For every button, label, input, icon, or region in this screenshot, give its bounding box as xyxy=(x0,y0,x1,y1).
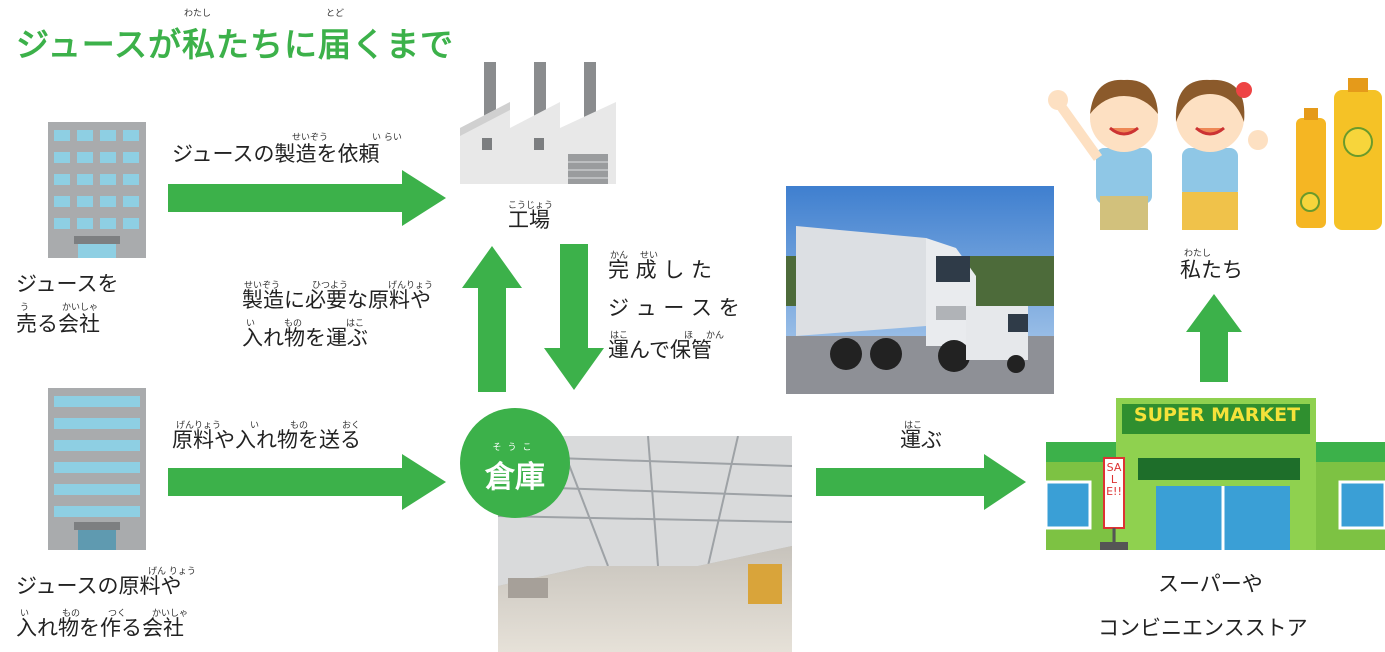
juice-company-label-line1: ジュースを xyxy=(16,272,119,296)
warehouse-node: そうこ 倉庫 xyxy=(460,408,570,518)
us-label: 私たち xyxy=(1180,258,1243,282)
request-ruby-seizou: せいぞう xyxy=(292,133,329,143)
request-label: ジュースの製造を依頼 xyxy=(172,142,380,166)
material-company-ruby-i: い xyxy=(20,609,30,619)
carry-ruby-mono: もの xyxy=(284,319,303,329)
send-ruby-genryou: げんりょう xyxy=(176,421,222,431)
finished-ruby-kan: かん xyxy=(610,251,629,261)
carry-to-store-arrow xyxy=(816,454,1026,510)
carry-ruby-i: い xyxy=(246,319,256,329)
store-label-line2: コンビニエンスストア xyxy=(1098,616,1308,640)
send-materials-arrow xyxy=(168,454,446,510)
us-ruby: わたし xyxy=(1184,249,1212,259)
material-company-label-line2: 入れ物を作る会社 xyxy=(16,616,184,640)
material-company-ruby-tsuku: つく xyxy=(108,609,127,619)
store-label-line1: スーパーや xyxy=(1158,572,1263,596)
supermarket-icon xyxy=(1046,398,1385,550)
send-ruby-mono: もの xyxy=(290,421,309,431)
kids-with-juice-illustration xyxy=(1048,78,1382,230)
carry-ruby-hako: はこ xyxy=(346,319,365,329)
warehouse-ruby: そうこ xyxy=(492,443,538,453)
juice-company-building-icon xyxy=(48,122,146,258)
sale-banner: SALE!! xyxy=(1106,461,1122,498)
juice-company-label-line2: 売る会社 xyxy=(16,312,100,336)
supermarket-sign: SUPER MARKET xyxy=(1133,404,1301,426)
store-finished-line2: ジ ュ ー ス を xyxy=(608,296,740,320)
send-ruby-oku: おく xyxy=(342,421,361,431)
juice-company-ruby-u: う xyxy=(20,303,30,313)
finished-ruby-kan2: かん xyxy=(706,331,725,341)
store-finished-arrow xyxy=(544,244,604,390)
carry-to-store-label: 運ぶ xyxy=(900,428,942,452)
carry-ruby-seizou: せいぞう xyxy=(244,281,281,291)
truck-photo xyxy=(786,186,1054,394)
send-materials-label: 原料や入れ物を送る xyxy=(172,428,361,452)
material-company-label-line1: ジュースの原料や xyxy=(16,574,182,598)
title-ruby-todo: とど xyxy=(326,9,345,19)
juice-company-ruby-kaisha: かいしゃ xyxy=(62,303,99,313)
carry-to-factory-line1: 製造に必要な原料や xyxy=(242,288,431,312)
page-title: ジュースが私たちに届くまで xyxy=(16,25,455,64)
factory-label: 工場 xyxy=(508,208,550,232)
store-to-us-arrow xyxy=(1186,294,1242,382)
carry-ruby-hitsuyou: ひつよう xyxy=(312,281,349,291)
store-finished-line1: 完 成 し た xyxy=(608,258,713,282)
request-arrow xyxy=(168,170,446,226)
material-company-building-icon xyxy=(48,388,146,550)
send-ruby-i: い xyxy=(250,421,260,431)
title-ruby-watashi: わたし xyxy=(184,9,212,19)
finished-ruby-hako: はこ xyxy=(610,331,629,341)
factory-icon xyxy=(460,62,616,184)
material-company-ruby-mono: もの xyxy=(62,609,81,619)
material-company-ruby-genryou: げん りょう xyxy=(148,567,196,577)
warehouse-label: 倉庫 xyxy=(485,460,545,495)
material-company-ruby-kaisha: かいしゃ xyxy=(152,609,189,619)
carry-to-factory-arrow xyxy=(462,246,522,392)
factory-ruby: こうじょう xyxy=(508,201,554,211)
carry-to-factory-line2: 入れ物を運ぶ xyxy=(242,326,368,350)
carry-ruby-genryou: げんりょう xyxy=(388,281,434,291)
finished-ruby-ho: ほ xyxy=(684,331,694,341)
store-finished-line3: 運んで保管 xyxy=(608,338,712,362)
finished-ruby-sei: せい xyxy=(640,251,659,261)
request-ruby-irai: い らい xyxy=(372,133,402,143)
carry-to-store-ruby: はこ xyxy=(904,421,923,431)
